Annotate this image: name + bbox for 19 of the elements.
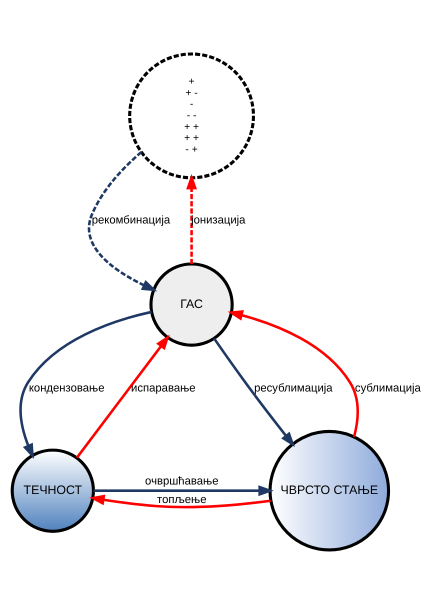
edge-label: рекомбинација bbox=[92, 214, 170, 226]
edge-label: испаравање bbox=[131, 382, 196, 394]
edge-label: очвршћавање bbox=[145, 474, 218, 487]
arrow bbox=[186, 173, 197, 264]
arrow bbox=[89, 494, 271, 508]
node-circle: + + - - - - + + + + - + bbox=[128, 52, 255, 179]
edge-label: топљење bbox=[157, 493, 206, 506]
arrow bbox=[19, 310, 152, 459]
edge-label: ресублимација bbox=[254, 382, 333, 394]
edge-label: јонизација bbox=[191, 214, 246, 226]
arrow bbox=[76, 334, 170, 458]
arrow bbox=[228, 310, 359, 437]
arrow bbox=[94, 484, 274, 496]
edge-label: сублимација bbox=[354, 382, 421, 394]
edge-label: кондензовање bbox=[28, 382, 105, 394]
node-circle: ТЕЧНОСТ bbox=[10, 448, 95, 532]
arrow bbox=[88, 150, 158, 291]
node-circle: ГАС bbox=[149, 262, 234, 346]
arrow bbox=[213, 337, 295, 447]
